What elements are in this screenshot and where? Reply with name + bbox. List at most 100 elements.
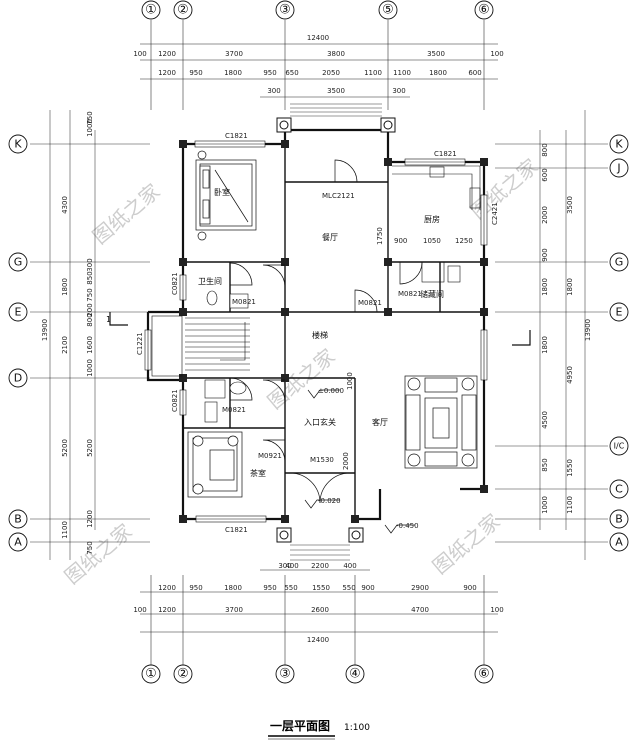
dim-top: 650 xyxy=(285,69,298,77)
room-bathroom: 卫生间 xyxy=(198,276,222,286)
dim-left: 4300 xyxy=(61,196,69,214)
dim-bottom: 1550 xyxy=(312,584,330,592)
drawing-title: 一层平面图 xyxy=(270,719,330,733)
dim-left: 1200 xyxy=(86,510,94,528)
dim-left: 1600 xyxy=(86,336,94,354)
room-dining: 餐厅 xyxy=(322,233,338,242)
dim-left-total: 13900 xyxy=(41,319,49,341)
dim-left: 2100 xyxy=(61,336,69,354)
dim-left: 750 xyxy=(86,541,94,554)
axis-label-right: I/C xyxy=(614,442,625,451)
axis-label-top: ② xyxy=(177,3,189,18)
sofa-set xyxy=(404,375,478,469)
dim-bottom: 300 xyxy=(278,562,291,570)
dim-left: 1800 xyxy=(61,278,69,296)
axis-label-bottom: ② xyxy=(177,667,189,682)
axis-label-bottom: ① xyxy=(145,667,157,682)
dim-inner: 900 xyxy=(394,237,407,245)
dim-right: 4950 xyxy=(566,366,574,384)
dim-lines-top xyxy=(140,43,498,98)
window-tag: C1821 xyxy=(225,526,248,534)
dim-right: 4500 xyxy=(541,411,549,429)
door-tag: MLC2121 xyxy=(322,192,355,200)
door-tag: M0821 xyxy=(398,290,422,298)
door-tag: M0821 xyxy=(222,406,246,414)
dim-left: 800 xyxy=(86,313,94,326)
axis-label-bottom: ④ xyxy=(349,667,361,682)
dim-bottom: 1800 xyxy=(224,584,242,592)
room-entrance: 入口玄关 xyxy=(304,417,336,427)
windows xyxy=(144,140,488,523)
dim-bottom: 1200 xyxy=(158,606,176,614)
axis-label-top: ⑤ xyxy=(382,3,394,18)
stairs xyxy=(151,315,250,377)
axis-label-left: G xyxy=(14,256,23,269)
dim-right: 1550 xyxy=(566,459,574,477)
dim-right: 1100 xyxy=(566,496,574,514)
door-tag: M1530 xyxy=(310,456,334,464)
dim-left: 5200 xyxy=(86,439,94,457)
dim-right: 1800 xyxy=(541,278,549,296)
dim-bottom: 400 xyxy=(285,562,298,570)
door-tag: M0821 xyxy=(358,299,382,307)
axis-label-right: K xyxy=(615,138,623,151)
axis-label-top: ⑥ xyxy=(478,3,490,18)
dim-bottom: 900 xyxy=(361,584,374,592)
room-storage: 储藏间 xyxy=(420,289,444,299)
dim-top-total: 12400 xyxy=(307,34,329,42)
dim-right: 800 xyxy=(541,143,549,156)
dim-top: 950 xyxy=(263,69,276,77)
axis-label-right: E xyxy=(616,306,623,319)
bed xyxy=(195,150,257,241)
room-kitchen: 厨房 xyxy=(424,214,440,224)
dim-left: 1100 xyxy=(61,521,69,539)
dim-right: 1000 xyxy=(541,496,549,514)
dim-bottom: 4700 xyxy=(411,606,429,614)
section-marker xyxy=(109,312,531,346)
dim-top: 3800 xyxy=(327,50,345,58)
room-stairs: 楼梯 xyxy=(312,330,328,340)
dim-right-total: 13900 xyxy=(584,319,592,341)
elevation-label: -0.450 xyxy=(396,522,419,530)
dim-inner: 2000 xyxy=(342,452,350,470)
dim-top: 1800 xyxy=(224,69,242,77)
axis-label-right: J xyxy=(616,162,620,175)
columns xyxy=(179,140,488,523)
dim-left: 5200 xyxy=(61,439,69,457)
dim-top: 3500 xyxy=(327,87,345,95)
dim-right: 600 xyxy=(541,168,549,181)
dim-bottom: 400 xyxy=(343,562,356,570)
dim-right: 1800 xyxy=(566,278,574,296)
dim-left: 850 xyxy=(86,271,94,284)
dim-right: 2000 xyxy=(541,206,549,224)
dim-bottom: 1200 xyxy=(158,584,176,592)
bathroom-fixtures xyxy=(204,290,249,423)
dim-bottom: 550 xyxy=(284,584,297,592)
elevation-label: -0.020 xyxy=(318,497,341,505)
dim-bottom: 900 xyxy=(463,584,476,592)
room-living: 客厅 xyxy=(372,417,388,427)
dim-top: 2050 xyxy=(322,69,340,77)
dim-top: 3500 xyxy=(427,50,445,58)
dim-bottom-total: 12400 xyxy=(307,636,329,644)
dim-top: 100 xyxy=(490,50,503,58)
axis-label-left: K xyxy=(14,138,22,151)
axis-label-top: ① xyxy=(145,3,157,18)
dim-bottom: 950 xyxy=(263,584,276,592)
axis-label-left: E xyxy=(15,306,22,319)
axis-label-bottom: ③ xyxy=(279,667,291,682)
window-tag: C1821 xyxy=(434,150,457,158)
dim-top: 1100 xyxy=(393,69,411,77)
dim-right: 850 xyxy=(541,458,549,471)
dim-bottom: 100 xyxy=(490,606,503,614)
dim-top: 1200 xyxy=(158,50,176,58)
dim-top: 1800 xyxy=(429,69,447,77)
axis-label-top: ③ xyxy=(279,3,291,18)
room-bedroom: 卧室 xyxy=(214,187,230,197)
axis-bubbles xyxy=(8,0,629,684)
dim-left: 300 xyxy=(86,258,94,271)
dim-right: 1800 xyxy=(541,336,549,354)
kitchen-fixtures xyxy=(392,165,481,283)
dim-left: 750 xyxy=(86,288,94,301)
